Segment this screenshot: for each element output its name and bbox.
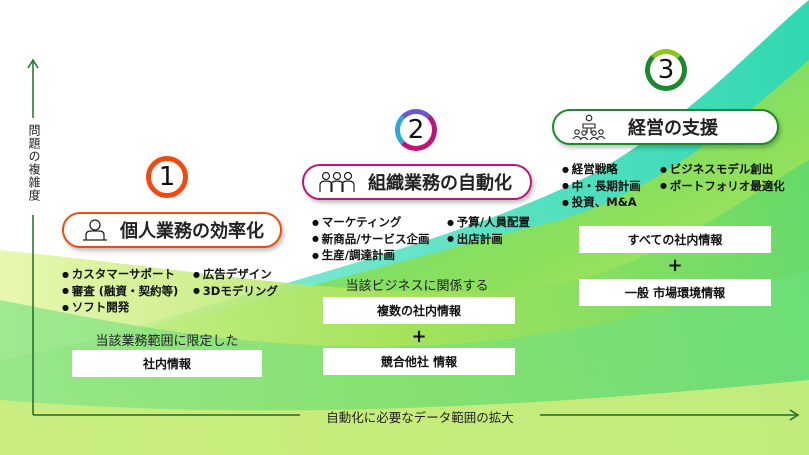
stage-2-data-box-1: 複数の社内情報 xyxy=(323,297,515,324)
stage-2-number: 2 xyxy=(395,109,437,151)
x-arrow-icon xyxy=(789,409,800,421)
y-arrow-icon xyxy=(27,58,39,69)
stage-1-data-box: 社内情報 xyxy=(72,350,262,377)
stage-1-bullets-left: カスタマーサポート審査 (融資・契約等)ソフト開発 xyxy=(62,266,179,316)
stage-3-data-box-2: 一般 市場環境情報 xyxy=(579,279,771,306)
stage-1-bullets-right: 広告デザイン3Dモデリング xyxy=(193,266,278,299)
stage-1-number: 1 xyxy=(146,156,188,198)
group-icon xyxy=(319,171,355,192)
presenter-icon xyxy=(572,114,606,140)
stage-2-plus: + xyxy=(411,326,427,347)
stage-3-bullets-left: 経営戦略中・長期計画投資、M&A xyxy=(562,161,641,211)
stage-3-number: 3 xyxy=(645,49,687,91)
stage-1-caption: 当該業務範囲に限定した xyxy=(95,334,239,349)
person-icon xyxy=(83,219,107,241)
stage-3-title: 経営の支援 xyxy=(552,109,779,145)
stage-3-plus: + xyxy=(667,255,683,276)
stage-2-bullets-left: マーケティング新商品/サービス企画生産/調達計画 xyxy=(312,214,430,264)
stage-3-data-box-1: すべての社内情報 xyxy=(579,226,771,253)
stage-2-title: 組織業務の自動化 xyxy=(302,164,532,200)
x-axis-label: 自動化に必要なデータ範囲の拡大 xyxy=(326,410,514,425)
y-axis-label: 問題の複雑度 xyxy=(27,124,41,202)
stage-2-bullets-right: 予算/人員配置出店計画 xyxy=(447,214,530,247)
stage-2-caption: 当該ビジネスに関係する xyxy=(345,279,489,294)
stage-1-title: 個人業務の効率化 xyxy=(62,212,282,248)
stage-2-data-box-2: 競合他社 情報 xyxy=(323,348,515,375)
stage-3-bullets-right: ビジネスモデル創出ポートフォリオ最適化 xyxy=(660,161,785,194)
